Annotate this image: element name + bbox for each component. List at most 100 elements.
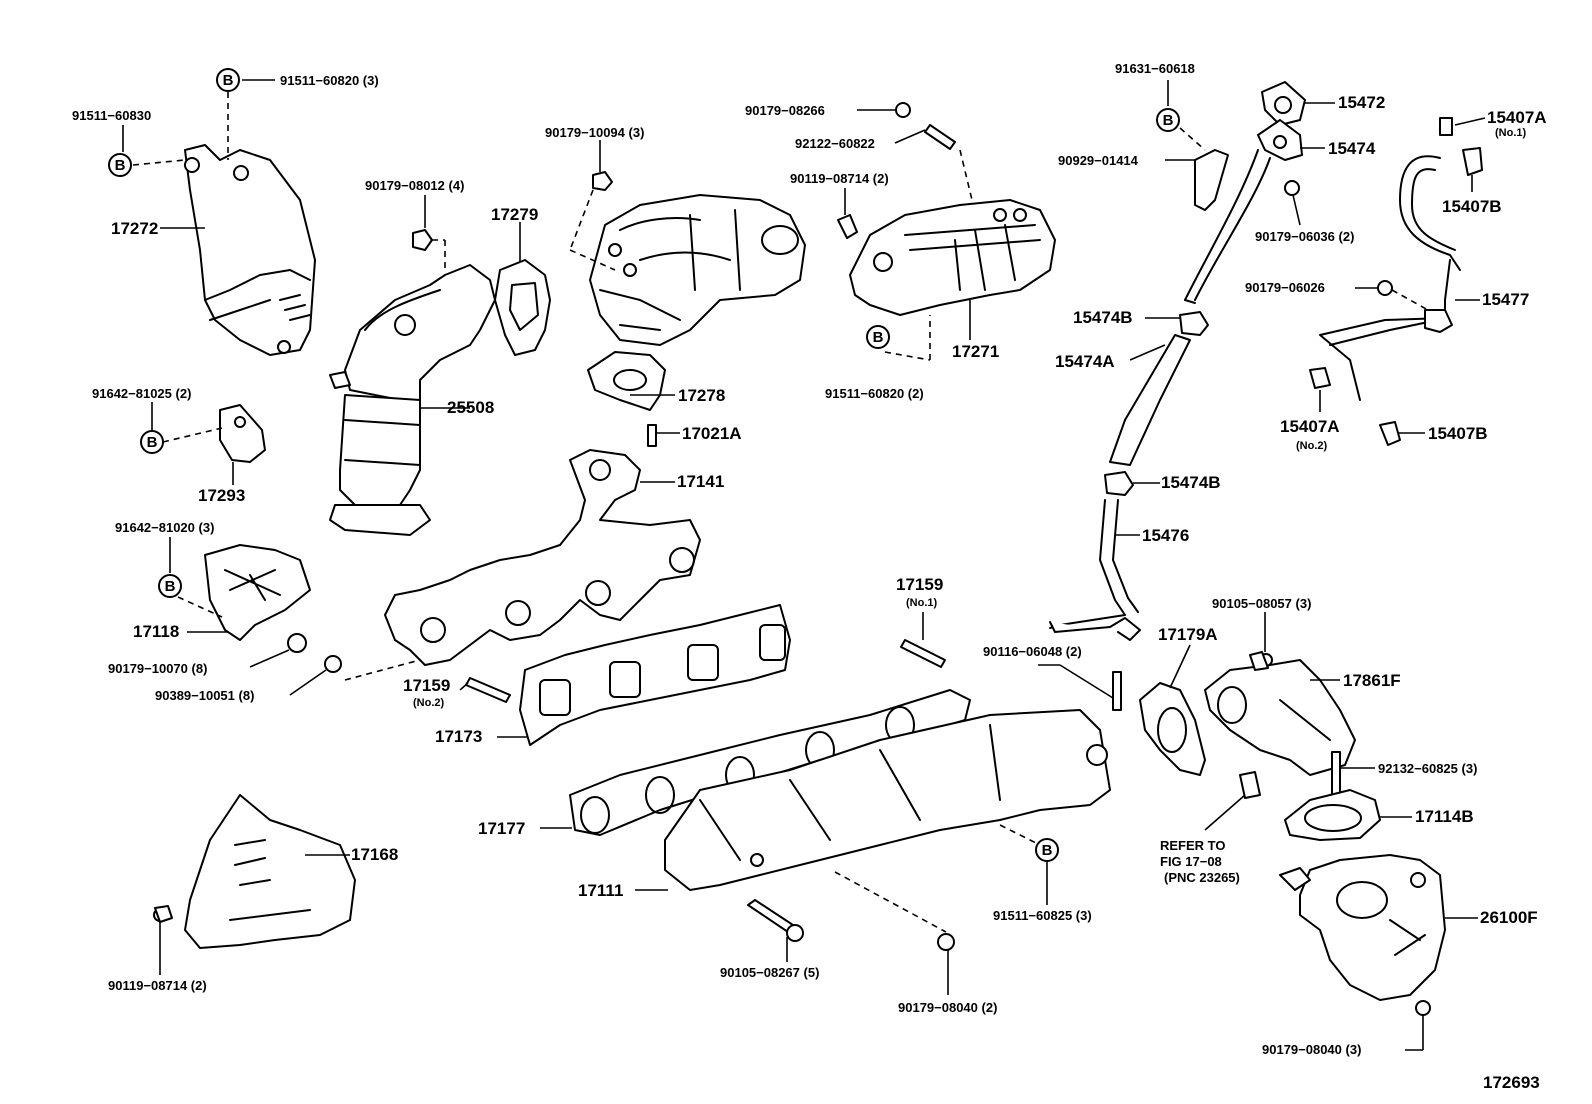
label-17159-no1-note: (No.1) (906, 597, 938, 609)
part-15477-pipe (1319, 155, 1461, 401)
label-17118: 17118 (133, 622, 179, 641)
figure-number: 172693 (1483, 1073, 1540, 1092)
b-marker: B (1035, 838, 1059, 862)
part-25508-converter (329, 264, 496, 536)
sensor-refer-17-08 (1239, 771, 1261, 799)
svg-text:B: B (147, 434, 158, 451)
label-15407A-no2: 15407A (1280, 417, 1340, 436)
part-15472-gasket (1261, 81, 1306, 126)
label-90105-08057-3: 90105−08057 (3) (1212, 596, 1311, 611)
label-15407A-no1-note: (No.1) (1495, 127, 1527, 139)
label-90389-10051-8: 90389−10051 (8) (155, 688, 254, 703)
part-17114B-gasket (1284, 789, 1381, 841)
label-17271: 17271 (952, 342, 999, 361)
b-marker: B (866, 325, 890, 349)
svg-text:B: B (1042, 842, 1053, 859)
label-17141: 17141 (677, 472, 724, 491)
svg-text:B: B (873, 329, 884, 346)
nut-90179-06036 (1284, 180, 1300, 196)
part-17861F-egr-outlet (1204, 653, 1356, 776)
label-17173: 17173 (435, 727, 482, 746)
nut-90179-10094 (592, 171, 613, 191)
nut-90179-08040-2 (937, 933, 955, 951)
label-90179-08266: 90179−08266 (745, 103, 825, 118)
bolt-90105-08057 (1249, 651, 1269, 671)
label-92122-60822: 92122−60822 (795, 136, 875, 151)
label-92132-60825-3: 92132−60825 (3) (1378, 761, 1477, 776)
label-90179-10070-8: 90179−10070 (8) (108, 661, 207, 676)
label-17159-no1: 17159 (896, 575, 943, 594)
bolt-90119-08714-top (837, 214, 858, 239)
label-90179-06036-2: 90179−06036 (2) (1255, 229, 1354, 244)
stud-17159-no1 (900, 639, 946, 668)
label-90179-08040-3: 90179−08040 (3) (1262, 1042, 1361, 1057)
label-90116-06048-2: 90116−06048 (2) (983, 644, 1082, 659)
label-91511-60820-3: 91511−60820 (3) (280, 73, 379, 88)
part-15474-pipe (1184, 119, 1303, 304)
part-17293-bracket (219, 404, 266, 463)
bolt-90105-08267 (747, 899, 804, 942)
part-17179A-gasket (1139, 682, 1206, 776)
label-90179-08040-2: 90179−08040 (2) (898, 1000, 997, 1015)
part-90929-01414-bracket (1194, 149, 1229, 211)
part-15474A-hose (1109, 334, 1191, 466)
part-15407B-top (1462, 147, 1483, 176)
stud-17021A (647, 424, 657, 447)
label-90105-08267-5: 90105−08267 (5) (720, 965, 819, 980)
part-17141-exhaust-manifold (384, 449, 701, 666)
bolt-90179-08266 (895, 102, 911, 118)
label-90119-08714-2-bottom: 90119−08714 (2) (108, 978, 207, 993)
label-17272: 17272 (111, 219, 158, 238)
refer-line-2: FIG 17−08 (1160, 854, 1222, 869)
bolt-90116-06048 (1112, 671, 1122, 711)
label-91511-60820-2: 91511−60820 (2) (825, 386, 924, 401)
b-marker: B (1156, 108, 1180, 132)
part-15474B-clamp-top (1179, 311, 1209, 336)
b-marker: B (140, 430, 164, 454)
b-marker: B (108, 153, 132, 177)
part-labels: 91511−60820 (3) 91511−60830 17272 90179−… (72, 61, 1547, 1092)
label-17114B: 17114B (1415, 807, 1474, 826)
label-17179A: 17179A (1158, 625, 1218, 644)
part-15407A-no2 (1309, 367, 1331, 389)
leader-lines (122, 79, 1486, 1051)
part-15474B-clamp-bottom (1104, 471, 1134, 496)
washer-90389-10051 (324, 655, 342, 673)
part-17173-gasket (519, 604, 791, 746)
label-17159-no2: 17159 (403, 676, 450, 695)
label-90179-06026: 90179−06026 (1245, 280, 1325, 295)
label-91642-81020-3: 91642−81020 (3) (115, 520, 214, 535)
part-17272-heat-insulator (184, 144, 316, 356)
bolt-90119-08714-bottom (154, 905, 173, 923)
label-90179-08012-4: 90179−08012 (4) (365, 178, 464, 193)
label-26100F: 26100F (1480, 908, 1538, 927)
label-91631-60618: 91631−60618 (1115, 61, 1195, 76)
label-17279: 17279 (491, 205, 538, 224)
label-17177: 17177 (478, 819, 525, 838)
label-90119-08714-2-top: 90119−08714 (2) (790, 171, 889, 186)
label-25508: 25508 (447, 398, 494, 417)
label-17159-no2-note: (No.2) (413, 697, 445, 709)
nut-90179-10070 (287, 633, 307, 653)
label-17168: 17168 (351, 845, 398, 864)
label-90929-01414: 90929−01414 (1058, 153, 1139, 168)
stud-92122-60822 (924, 124, 956, 150)
part-17118-bracket (204, 544, 311, 641)
b-marker: B (216, 68, 240, 92)
label-15472: 15472 (1338, 93, 1385, 112)
svg-text:B: B (115, 157, 126, 174)
label-91511-60830: 91511−60830 (72, 108, 151, 123)
b-markers: B B B B B B B (108, 68, 1180, 862)
nut-90179-08012 (412, 229, 433, 251)
label-17293: 17293 (198, 486, 245, 505)
part-26100F-throttle-body (1279, 854, 1446, 1001)
part-17168-heat-insulator (153, 794, 356, 949)
part-turbocharger (589, 194, 806, 346)
svg-text:B: B (223, 72, 234, 89)
label-15474: 15474 (1328, 139, 1376, 158)
nut-90179-08040-3 (1415, 1000, 1431, 1016)
label-15474B-top: 15474B (1073, 308, 1133, 327)
stud-17159-no2 (465, 677, 511, 703)
label-91642-81025-2: 91642−81025 (2) (92, 386, 191, 401)
